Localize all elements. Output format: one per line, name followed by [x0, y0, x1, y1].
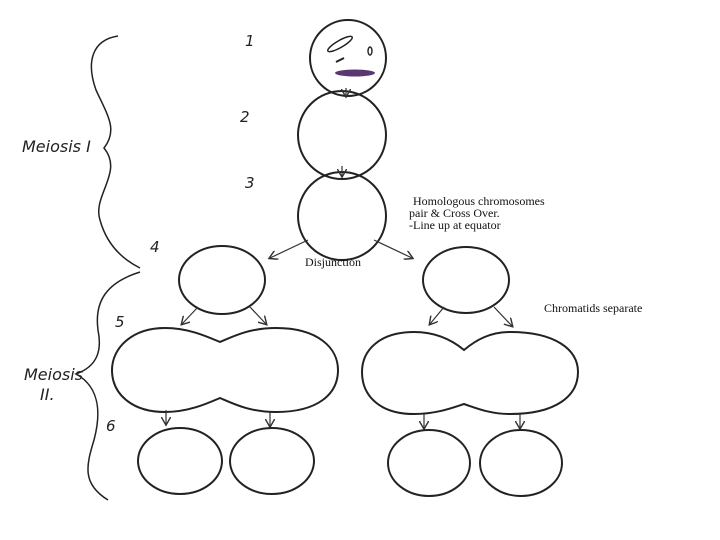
- phase-label-meiosis-2-line2: II.: [40, 385, 55, 404]
- cell-step-6-d: [480, 430, 562, 496]
- cell-step-5-left: [112, 328, 338, 412]
- chromosome-small: [368, 47, 372, 55]
- cell-step-4-left: [179, 246, 265, 314]
- cell-step-6-a: [138, 428, 222, 494]
- brace-meiosis-2: [76, 272, 140, 500]
- arrow-4-right-to-5b: [494, 307, 512, 326]
- chromosome-long: [326, 34, 354, 54]
- cell-step-5-right: [362, 332, 578, 414]
- cell-step-4-right: [423, 247, 509, 313]
- step-number-3: 3: [245, 174, 255, 192]
- phase-label-meiosis-1: Meiosis I: [22, 137, 91, 156]
- note-step3-line3: -Line up at equator: [409, 218, 501, 232]
- cell-step-6-c: [388, 430, 470, 496]
- cell-step-2: [298, 91, 386, 179]
- cell-step-3: [298, 172, 386, 260]
- note-chromatids: Chromatids separate: [544, 301, 642, 315]
- step-number-4: 4: [150, 238, 160, 256]
- note-disjunction: Disjunction: [305, 255, 361, 269]
- phase-label-meiosis-2-line1: Meiosis: [24, 365, 83, 384]
- cell-step-1: [310, 20, 386, 96]
- step-number-2: 2: [240, 108, 250, 126]
- step-number-6: 6: [106, 417, 116, 435]
- brace-meiosis-1: [91, 36, 140, 268]
- step-number-1: 1: [245, 32, 255, 50]
- arrow-4-left-to-5a: [182, 307, 198, 324]
- step-number-5: 5: [115, 313, 125, 331]
- arrow-4-left-to-5b: [250, 307, 266, 324]
- chromosome-pigment: [335, 70, 375, 77]
- cell-step-6-b: [230, 428, 314, 494]
- chromosome-short: [336, 58, 344, 62]
- arrow-4-right-to-5a: [430, 307, 444, 324]
- arrow-3-to-left: [270, 240, 308, 258]
- arrow-3-to-right: [374, 240, 412, 258]
